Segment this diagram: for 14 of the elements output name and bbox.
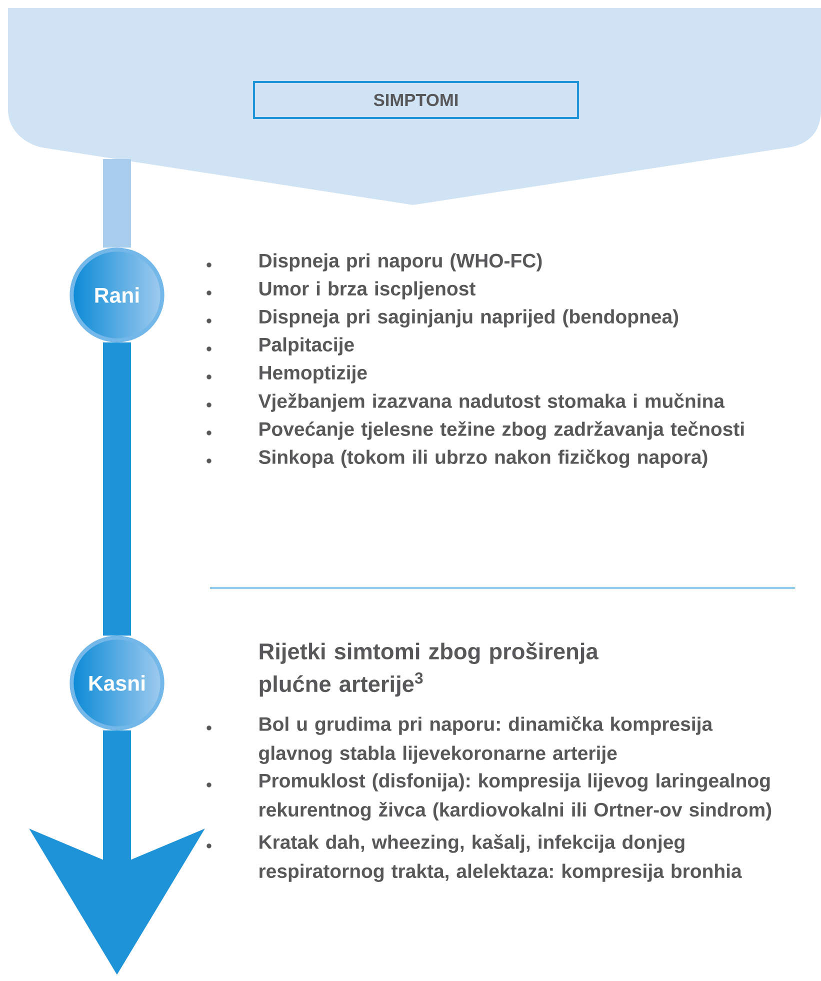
symptom-text: Vježbanjem izazvana nadutost stomaka i mučnina [258, 393, 725, 412]
section-heading: Rijetki simtomi zbog proširenja plućne arterije$^{3}$ [260, 642, 598, 697]
symptom-text: Kratak dah, wheezing, kašalj, infekcija donjeg respiratornog trakta, alelektaza: kompresija bronhia [260, 834, 742, 882]
symptom-text: Palpitacije [260, 337, 354, 356]
symptom-text: Bol u grudima pri naporu: dinamička kompresija glavnog stabla lijevekoronarne arterije [259, 716, 713, 764]
symptom-text: Umor i brza iscpljenost [259, 281, 476, 300]
symptom-text: Sinkopa (tokom ili ubrzo nakon fizičkog napora) [258, 449, 708, 468]
symptom-text: Povećanje tjelesne težine zbog zadržavanja tečnosti [260, 421, 744, 440]
banner [8, 8, 821, 205]
symptom-text: Promuklost (disfonija): kompresija lijevog laringealnog rekurentnog živca (kardiovokalni ili Ortner-ov sindrom) [260, 773, 772, 821]
symptom-text: Dispneja pri saginjanju naprijed (bendopnea) [260, 309, 678, 328]
title-box: SIMPTOMI [253, 81, 579, 119]
symptom-text: Hemoptizije [260, 365, 367, 384]
symptom-text: Dispneja pri naporu (WHO-FC) [260, 253, 542, 272]
